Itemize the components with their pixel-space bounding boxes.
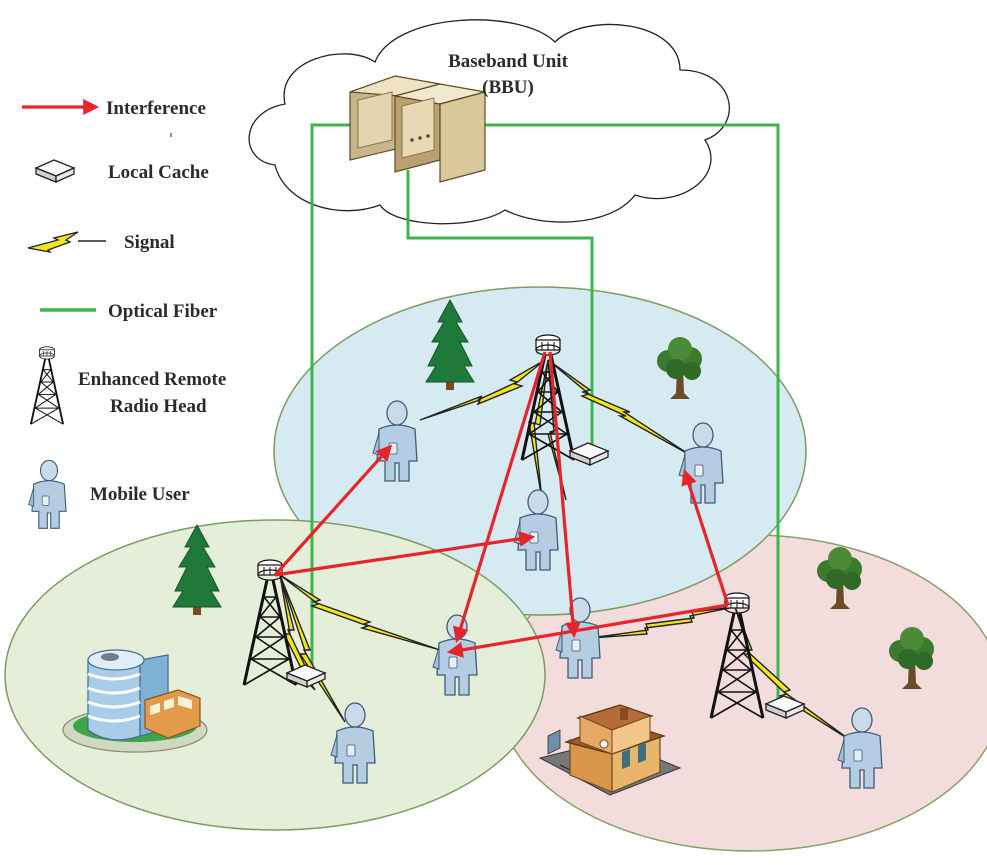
optical-fiber-links xyxy=(310,123,780,700)
legend-signal-icon xyxy=(27,231,79,254)
legend-rrh-label-line1: Enhanced Remote xyxy=(78,369,226,390)
legend-cache-label: Local Cache xyxy=(108,162,209,183)
bbu-subtitle: (BBU) xyxy=(482,77,534,98)
bbu-server-icon xyxy=(349,75,486,183)
bbu-title: Baseband Unit xyxy=(448,51,569,72)
interference-arrows xyxy=(273,351,730,658)
legend-cache-icon xyxy=(35,159,75,183)
legend-user-label: Mobile User xyxy=(90,484,190,505)
station-building-icon xyxy=(538,704,682,796)
legend-user-icon xyxy=(28,459,67,529)
legend-fiber-label: Optical Fiber xyxy=(108,301,218,322)
legend: Interference Local Cache Signal Optical … xyxy=(22,98,226,529)
office-building-icon xyxy=(62,649,208,753)
legend-rrh-label-line2: Radio Head xyxy=(110,396,207,417)
legend-interference-label: Interference xyxy=(106,98,206,119)
cloud xyxy=(248,19,730,225)
legend-signal-label: Signal xyxy=(124,232,175,253)
legend-tower-icon xyxy=(29,345,65,426)
